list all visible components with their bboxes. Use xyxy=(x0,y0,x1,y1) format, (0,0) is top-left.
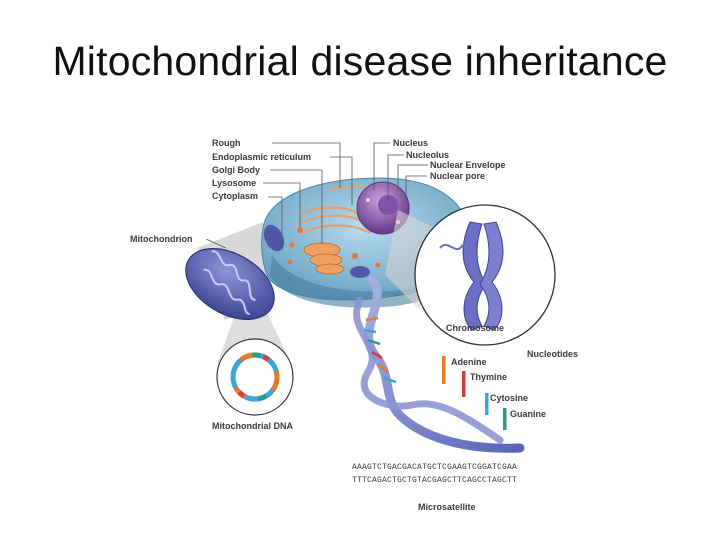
label-mitochondrion: Mitochondrion xyxy=(130,234,193,244)
sequence-top-strand: AAAGTCTGACGACATGCTCGAAGTCGGATCGAA xyxy=(352,463,517,472)
label-rough: Rough xyxy=(212,138,241,148)
label-mitochondrial-dna: Mitochondrial DNA xyxy=(212,421,293,431)
small-mitochondrion xyxy=(263,224,370,278)
label-cytosine: Cytosine xyxy=(490,393,528,403)
label-adenine: Adenine xyxy=(451,357,487,367)
label-nucleolus: Nucleolus xyxy=(406,150,449,160)
label-thymine: Thymine xyxy=(470,372,507,382)
label-cytoplasm: Cytoplasm xyxy=(212,191,258,201)
thymine-bar xyxy=(462,371,466,397)
label-chromosome: Chromosome xyxy=(446,323,504,333)
label-nucleus: Nucleus xyxy=(393,138,428,148)
sequence-bottom-strand: TTTCAGACTGCTGTACGAGCTTCAGCCTAGCTT xyxy=(352,476,517,485)
label-nuclear-envelope: Nuclear Envelope xyxy=(430,160,506,170)
label-lysosome: Lysosome xyxy=(212,178,256,188)
label-golgi-body: Golgi Body xyxy=(212,165,260,175)
lysosomes xyxy=(287,227,381,268)
chromosome-circle xyxy=(414,204,556,346)
label-endoplasmic-reticulum: Endoplasmic reticulum xyxy=(212,152,311,162)
guanine-bar xyxy=(503,408,507,430)
label-guanine: Guanine xyxy=(510,409,546,419)
adenine-bar xyxy=(442,356,446,384)
cytosine-bar xyxy=(485,393,489,415)
slide-title: Mitochondrial disease inheritance xyxy=(52,38,668,84)
dna-double-helix xyxy=(353,275,525,453)
mitochondrion xyxy=(185,248,275,320)
mitochondrial-dna-circle xyxy=(216,338,294,416)
label-nucleotides: Nucleotides xyxy=(527,349,578,359)
label-microsatellite: Microsatellite xyxy=(418,502,476,512)
leader-lines xyxy=(205,142,428,250)
label-nuclear-pore: Nuclear pore xyxy=(430,171,485,181)
golgi-body xyxy=(303,242,345,275)
